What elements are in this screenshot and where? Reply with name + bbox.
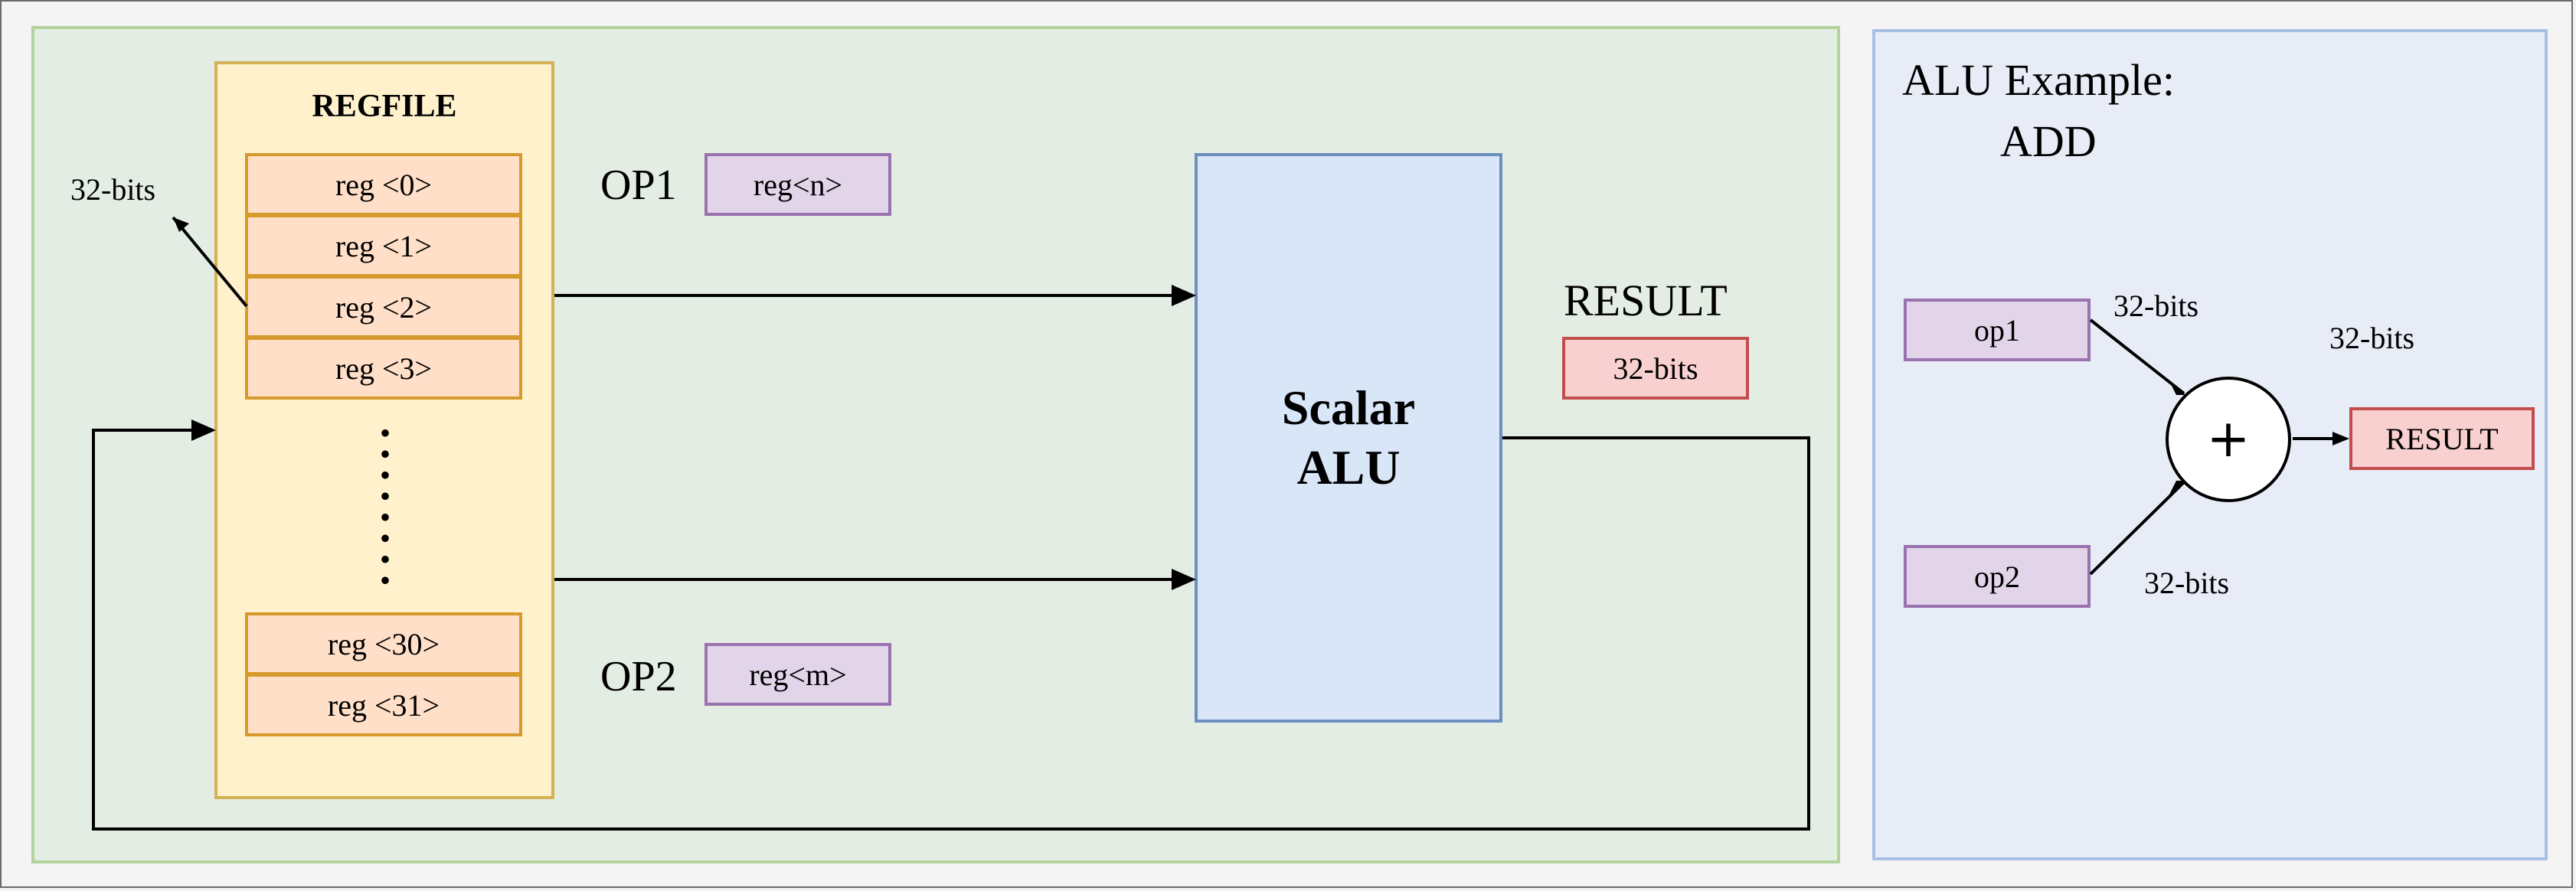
example-result-width: 32-bits: [2329, 321, 2415, 355]
example-op1-wire: [2089, 318, 2185, 395]
example-op2-wire: [2089, 481, 2185, 576]
regfile-title: REGFILE: [312, 89, 457, 124]
register-width-label: 32-bits: [70, 172, 156, 207]
writeback-arrowhead: [191, 419, 216, 441]
result-writeback-wire: [92, 429, 1810, 831]
register-30: reg <30>: [245, 612, 522, 675]
example-result-arrowhead: [2332, 432, 2349, 445]
register-3: reg <3>: [245, 337, 522, 400]
op2-arrowhead: [1172, 569, 1196, 590]
example-title-line1: ALU Example:: [1902, 55, 2175, 105]
example-op1-box: op1: [1904, 299, 2091, 361]
plus-icon: +: [2206, 409, 2251, 469]
register-0: reg <0>: [245, 153, 522, 216]
register-width-arrowhead: [173, 217, 189, 232]
example-result-box: RESULT: [2349, 407, 2535, 470]
op2-label: OP2: [600, 653, 677, 700]
example-op2-width: 32-bits: [2144, 566, 2230, 600]
alu-label-line1: Scalar: [1281, 380, 1416, 435]
op1-label: OP1: [600, 162, 677, 209]
op1-arrowhead: [1172, 285, 1196, 306]
register-31: reg <31>: [245, 674, 522, 736]
register-2: reg <2>: [245, 276, 522, 338]
result-width-tag: 32-bits: [1562, 337, 1749, 400]
example-op2-box: op2: [1904, 545, 2091, 608]
op1-register-tag: reg<n>: [704, 153, 891, 216]
result-label: RESULT: [1564, 276, 1728, 325]
op2-register-tag: reg<m>: [704, 643, 891, 706]
adder-circle: +: [2166, 377, 2291, 502]
scalar-alu-block: Scalar ALU: [1195, 153, 1502, 723]
example-op1-width: 32-bits: [2113, 289, 2199, 323]
example-op2-arrowhead: [2169, 481, 2185, 494]
example-title-line2: ADD: [2000, 116, 2097, 166]
example-op1-arrowhead: [2169, 381, 2185, 395]
register-width-arrow: [172, 216, 248, 308]
ellipsis-dots: [381, 423, 390, 591]
alu-label-line2: ALU: [1296, 440, 1401, 494]
